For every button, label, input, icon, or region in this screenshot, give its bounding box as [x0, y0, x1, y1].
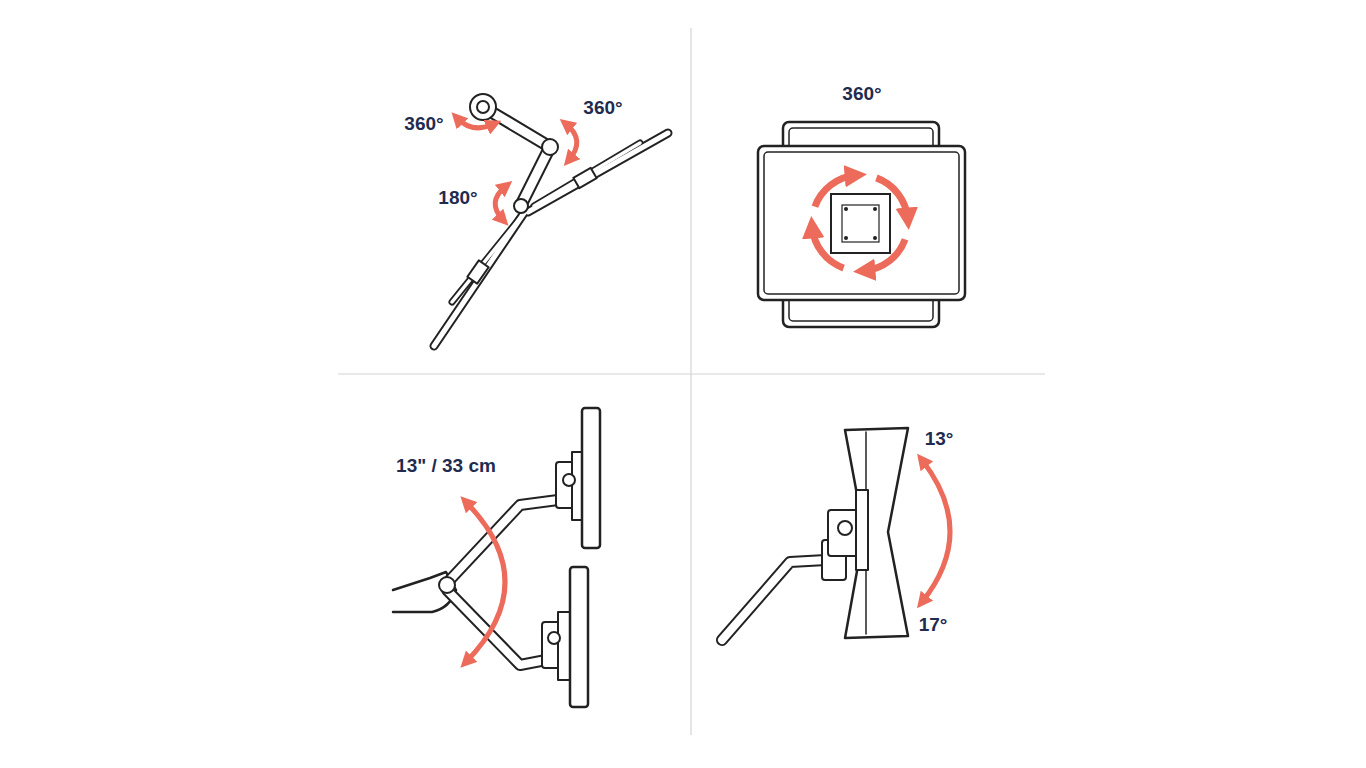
angle-label: 360° [583, 98, 622, 119]
angle-label: 360° [404, 114, 443, 135]
screen-rotation [758, 122, 965, 327]
quadrant-dividers [338, 28, 1045, 735]
arm-top-view [434, 94, 668, 346]
angle-label: 17° [919, 615, 948, 636]
angle-label: 360° [842, 84, 881, 105]
height-adjust [393, 408, 600, 707]
angle-label: 13° [925, 429, 954, 450]
height-range-label: 13" / 33 cm [396, 456, 496, 477]
tilt-adjust [722, 428, 950, 640]
angle-label: 180° [438, 188, 477, 209]
